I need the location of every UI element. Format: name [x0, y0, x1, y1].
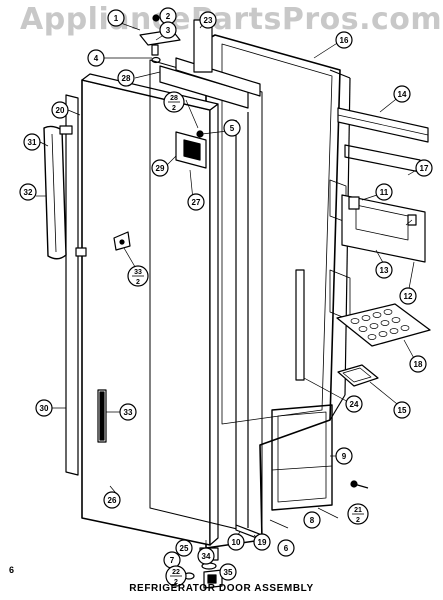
- part-callout-label: 33: [124, 408, 133, 417]
- part-callout-label: 29: [156, 164, 165, 173]
- stacked-callout-top: 33: [134, 269, 142, 276]
- stacked-callout-22: 222: [165, 565, 187, 587]
- part-callout-32: 32: [19, 183, 37, 201]
- part-callout-28: 28: [117, 69, 135, 87]
- stacked-callout-top: 28: [170, 95, 178, 102]
- stacked-callout-bottom: 2: [136, 279, 140, 286]
- door-top-cap: [159, 19, 261, 109]
- diagram-caption: REFRIGERATOR DOOR ASSEMBLY: [129, 583, 314, 594]
- part-callout-label: 3: [166, 26, 171, 35]
- magnet-strip: [97, 389, 107, 443]
- part-callout-label: 17: [420, 164, 429, 173]
- part-callout-3: 3: [159, 21, 177, 39]
- part-callout-label: 2: [166, 12, 171, 21]
- stacked-callout-top: 22: [172, 569, 180, 576]
- part-callout-label: 9: [342, 452, 347, 461]
- part-callout-label: 13: [380, 266, 389, 275]
- part-callout-17: 17: [415, 159, 433, 177]
- page-number: 6: [9, 565, 15, 575]
- part-callout-20: 20: [51, 101, 69, 119]
- part-callout-12: 12: [399, 287, 417, 305]
- stacked-callout-28: 282: [163, 91, 185, 113]
- door-hinge-block: [175, 131, 207, 169]
- part-callout-23: 23: [199, 11, 217, 29]
- part-callout-6: 6: [277, 539, 295, 557]
- door-trim-strip: [65, 94, 79, 476]
- part-callout-33: 33: [119, 403, 137, 421]
- part-callout-label: 27: [192, 198, 201, 207]
- part-callout-9: 9: [335, 447, 353, 465]
- part-callout-15: 15: [393, 401, 411, 419]
- part-callout-label: 24: [350, 400, 359, 409]
- part-callout-label: 5: [230, 124, 235, 133]
- part-callout-27: 27: [187, 193, 205, 211]
- stacked-callout-bottom: 2: [172, 105, 176, 112]
- part-callout-label: 30: [40, 404, 49, 413]
- part-callout-label: 28: [122, 74, 131, 83]
- liner-screw: [350, 480, 369, 489]
- small-tray: [337, 364, 379, 387]
- part-callout-label: 31: [28, 138, 37, 147]
- part-callout-24: 24: [345, 395, 363, 413]
- part-callout-label: 25: [180, 544, 189, 553]
- part-callout-label: 20: [56, 106, 65, 115]
- stacked-callout-bottom: 2: [356, 517, 360, 524]
- part-callout-29: 29: [151, 159, 169, 177]
- part-callout-4: 4: [87, 49, 105, 67]
- part-callout-19: 19: [253, 533, 271, 551]
- part-callout-10: 10: [227, 533, 245, 551]
- part-callout-label: 12: [404, 292, 413, 301]
- part-callout-13: 13: [375, 261, 393, 279]
- stacked-callout-33: 332: [127, 265, 149, 287]
- part-callout-label: 19: [258, 538, 267, 547]
- part-callout-label: 32: [24, 188, 33, 197]
- part-callout-5: 5: [223, 119, 241, 137]
- stacked-callout-bottom: 2: [174, 579, 178, 586]
- part-callout-26: 26: [103, 491, 121, 509]
- part-callout-label: 15: [398, 406, 407, 415]
- part-callout-label: 6: [284, 544, 289, 553]
- part-callout-35: 35: [219, 563, 237, 581]
- part-callout-label: 7: [170, 556, 175, 565]
- part-callout-30: 30: [35, 399, 53, 417]
- watermark: AppliancePartsPros.com: [20, 2, 443, 37]
- part-callout-label: 1: [114, 14, 119, 23]
- door-stop: [113, 231, 131, 251]
- door-shelf-rail: [337, 107, 429, 173]
- part-callout-label: 11: [380, 188, 389, 197]
- liner-bar: [295, 269, 305, 381]
- part-callout-31: 31: [23, 133, 41, 151]
- part-callout-25: 25: [175, 539, 193, 557]
- part-callout-18: 18: [409, 355, 427, 373]
- egg-tray: [336, 303, 431, 347]
- stacked-callout-top: 21: [354, 507, 362, 514]
- part-callout-16: 16: [335, 31, 353, 49]
- part-callout-8: 8: [303, 511, 321, 529]
- part-callout-label: 10: [232, 538, 241, 547]
- part-callout-label: 35: [224, 568, 233, 577]
- part-callout-label: 26: [108, 496, 117, 505]
- door-gasket: [271, 404, 333, 511]
- butter-compartment: [341, 194, 426, 263]
- part-callout-34: 34: [197, 547, 215, 565]
- part-callout-7: 7: [163, 551, 181, 569]
- part-callout-label: 23: [204, 16, 213, 25]
- part-callout-11: 11: [375, 183, 393, 201]
- part-callout-label: 14: [398, 90, 407, 99]
- part-callout-14: 14: [393, 85, 411, 103]
- part-callout-label: 4: [94, 54, 99, 63]
- stacked-callout-21: 212: [347, 503, 369, 525]
- door-handle: [43, 125, 87, 260]
- part-callout-label: 16: [340, 36, 349, 45]
- part-callout-label: 34: [202, 552, 211, 561]
- part-callout-label: 8: [310, 516, 315, 525]
- part-callout-1: 1: [107, 9, 125, 27]
- part-callout-label: 18: [414, 360, 423, 369]
